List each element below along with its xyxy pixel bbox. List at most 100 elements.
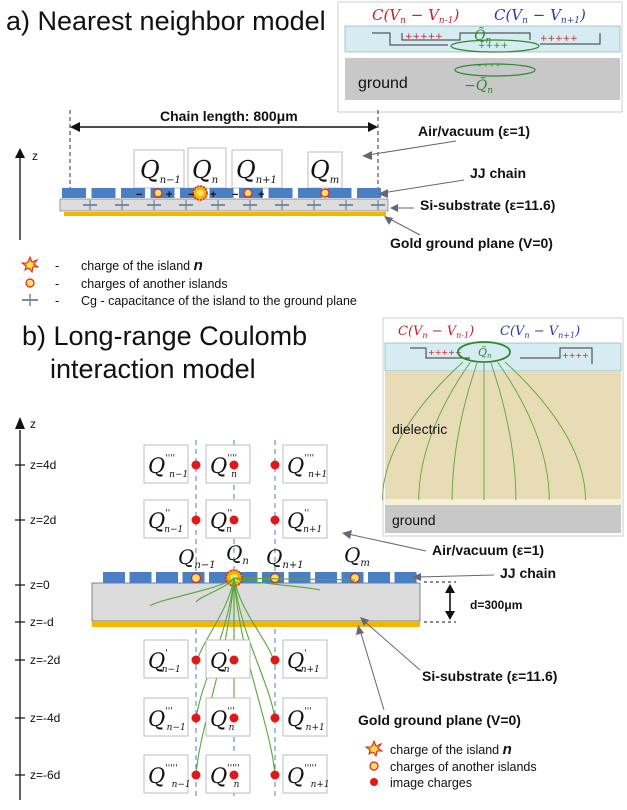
panel-a-island — [327, 188, 352, 198]
field-line — [233, 577, 276, 721]
svg-text:Q'''n: Q'''n — [210, 707, 235, 733]
panel-a-island — [121, 188, 145, 198]
field-line — [195, 577, 235, 776]
svg-text:Q'''n−1: Q'''n−1 — [148, 707, 186, 733]
panel-a-air-label: Air/vacuum (ε=1) — [418, 123, 530, 139]
panel-b-title-2: interaction model — [50, 354, 256, 384]
island-sign-4: + — [210, 189, 216, 201]
charge-q-m: Qm — [310, 156, 339, 186]
panel-a-island-n-charge — [192, 185, 208, 201]
panel-b-other-charge — [349, 572, 361, 584]
cg-marker — [371, 200, 385, 210]
image-charge-dot — [270, 713, 280, 723]
field-line — [195, 577, 235, 603]
image-charge-label: Q'''''n+1 — [282, 754, 330, 794]
image-charge-label: Q''''n−1 — [143, 444, 189, 484]
inset-a-neg-qn: −Q̃n — [464, 76, 493, 96]
panel-a-island — [298, 188, 322, 198]
cg-marker — [147, 200, 161, 210]
panel-a-substrate-label: Si-substrate (ε=11.6) — [420, 197, 555, 213]
cg-marker — [243, 200, 257, 210]
svg-text:Q''n+1: Q''n+1 — [287, 509, 322, 535]
svg-text:-: - — [55, 294, 59, 308]
legend-b-image: image charges — [390, 776, 472, 790]
cg-marker — [275, 200, 289, 210]
panel-a-title: a) Nearest neighbor model — [6, 6, 326, 36]
image-charge-label: Q'n — [205, 639, 251, 679]
inset-a-cap-right: C(Vn − Vn+1) — [494, 6, 586, 26]
svg-text:++++: ++++ — [478, 41, 508, 51]
cg-marker — [211, 200, 225, 210]
island-sign-1: − — [136, 189, 142, 201]
legend-b-island-n: charge of the island n — [390, 741, 512, 758]
cg-marker — [115, 200, 129, 210]
inset-b-cap-left: C(Vn − Vn-1) — [398, 324, 474, 340]
panel-b-island — [129, 572, 152, 583]
charge-q-n-minus-1: Qn−1 — [140, 156, 181, 186]
image-charge-dot — [270, 515, 280, 525]
panel-b-gold-plane — [92, 621, 420, 627]
svg-text:+++++: +++++ — [540, 34, 578, 44]
image-charge-dot — [270, 770, 280, 780]
z-tick-label: z=-2d — [30, 653, 60, 667]
image-charge-label: Q'n−1 — [143, 639, 189, 679]
panel-b-inset: +++++ ++++ C(Vn − Vn-1) C(Vn − Vn+1) Q̃n… — [382, 317, 624, 537]
z-tick-label: z=4d — [30, 458, 56, 472]
image-charge-label: Q'''n−1 — [143, 697, 189, 737]
panel-b-other-charge — [190, 572, 202, 584]
inset-b-dielectric: dielectric — [392, 421, 447, 437]
inset-field-line — [382, 361, 464, 501]
z-tick-label: z=0 — [30, 578, 50, 592]
svg-text:Q'n+1: Q'n+1 — [287, 649, 320, 675]
image-charge-dot — [229, 713, 239, 723]
image-charge-label: Q'''n+1 — [282, 697, 328, 737]
svg-text:Q'''''n−1: Q'''''n−1 — [148, 764, 191, 790]
z-tick-label: z=-6d — [30, 768, 60, 782]
b-charge-q-n: Qn — [226, 541, 249, 567]
svg-text:Q'''''n+1: Q'''''n+1 — [287, 764, 330, 790]
panel-a-chain-stack: − + − + − + — [59, 185, 389, 216]
image-charge-dot — [270, 460, 280, 470]
svg-text:-: - — [55, 259, 59, 273]
panel-a-island — [62, 188, 86, 198]
svg-text:Q'''''n: Q'''''n — [210, 764, 240, 790]
panel-b-island — [394, 572, 417, 583]
image-charge-label: Q'n+1 — [282, 639, 328, 679]
panel-b-gold-label: Gold ground plane (V=0) — [358, 712, 521, 728]
panel-a-island — [209, 188, 234, 198]
inset-field-line — [418, 361, 471, 501]
panel-a-island — [357, 188, 381, 198]
field-line — [233, 577, 356, 581]
image-charge-label: Q'''''n−1 — [143, 754, 191, 794]
panel-a-other-charge — [153, 188, 163, 198]
svg-text:Q'n: Q'n — [210, 649, 230, 675]
image-charge-label: Q'''n — [205, 697, 251, 737]
charge-q-n: Qn — [192, 156, 218, 186]
image-charge-label: Q''n — [205, 499, 251, 539]
panel-a-island — [91, 188, 116, 198]
svg-text:Q'n−1: Q'n−1 — [148, 649, 181, 675]
cg-marker — [307, 200, 321, 210]
legend-b-island-n-icon — [364, 739, 384, 758]
image-charge-label: Q''n+1 — [282, 499, 328, 539]
panel-b-island — [103, 572, 125, 583]
legend-b-image-icon — [370, 778, 378, 786]
svg-text:Q''n−1: Q''n−1 — [148, 509, 183, 535]
image-charge-dot — [191, 460, 201, 470]
panel-a-charges: Qn−1 Qn Qn+1 Qm — [133, 147, 343, 189]
legend-a-cg: Cg - capacitance of the island to the gr… — [81, 294, 357, 308]
island-sign-6: + — [258, 189, 264, 201]
inset-a-cap-left: C(Vn − Vn-1) — [372, 6, 459, 26]
image-charge-label: Q''n−1 — [143, 499, 189, 539]
field-line — [233, 577, 276, 776]
b-charge-q-n-minus-1: Qn−1 — [178, 545, 216, 571]
panel-b-chain-charges: Qn−1 Qn Qn+1 Qm — [178, 541, 370, 571]
legend-b-other-icon — [369, 761, 379, 771]
inset-b-cap-right: C(Vn − Vn+1) — [500, 324, 580, 340]
panel-b-substrate-label: Si-substrate (ε=11.6) — [422, 668, 557, 684]
cg-marker — [339, 200, 353, 210]
image-charge-dot — [191, 770, 201, 780]
image-charge-label: Q''''n+1 — [282, 444, 328, 484]
legend-a-island-n-icon — [20, 255, 40, 274]
